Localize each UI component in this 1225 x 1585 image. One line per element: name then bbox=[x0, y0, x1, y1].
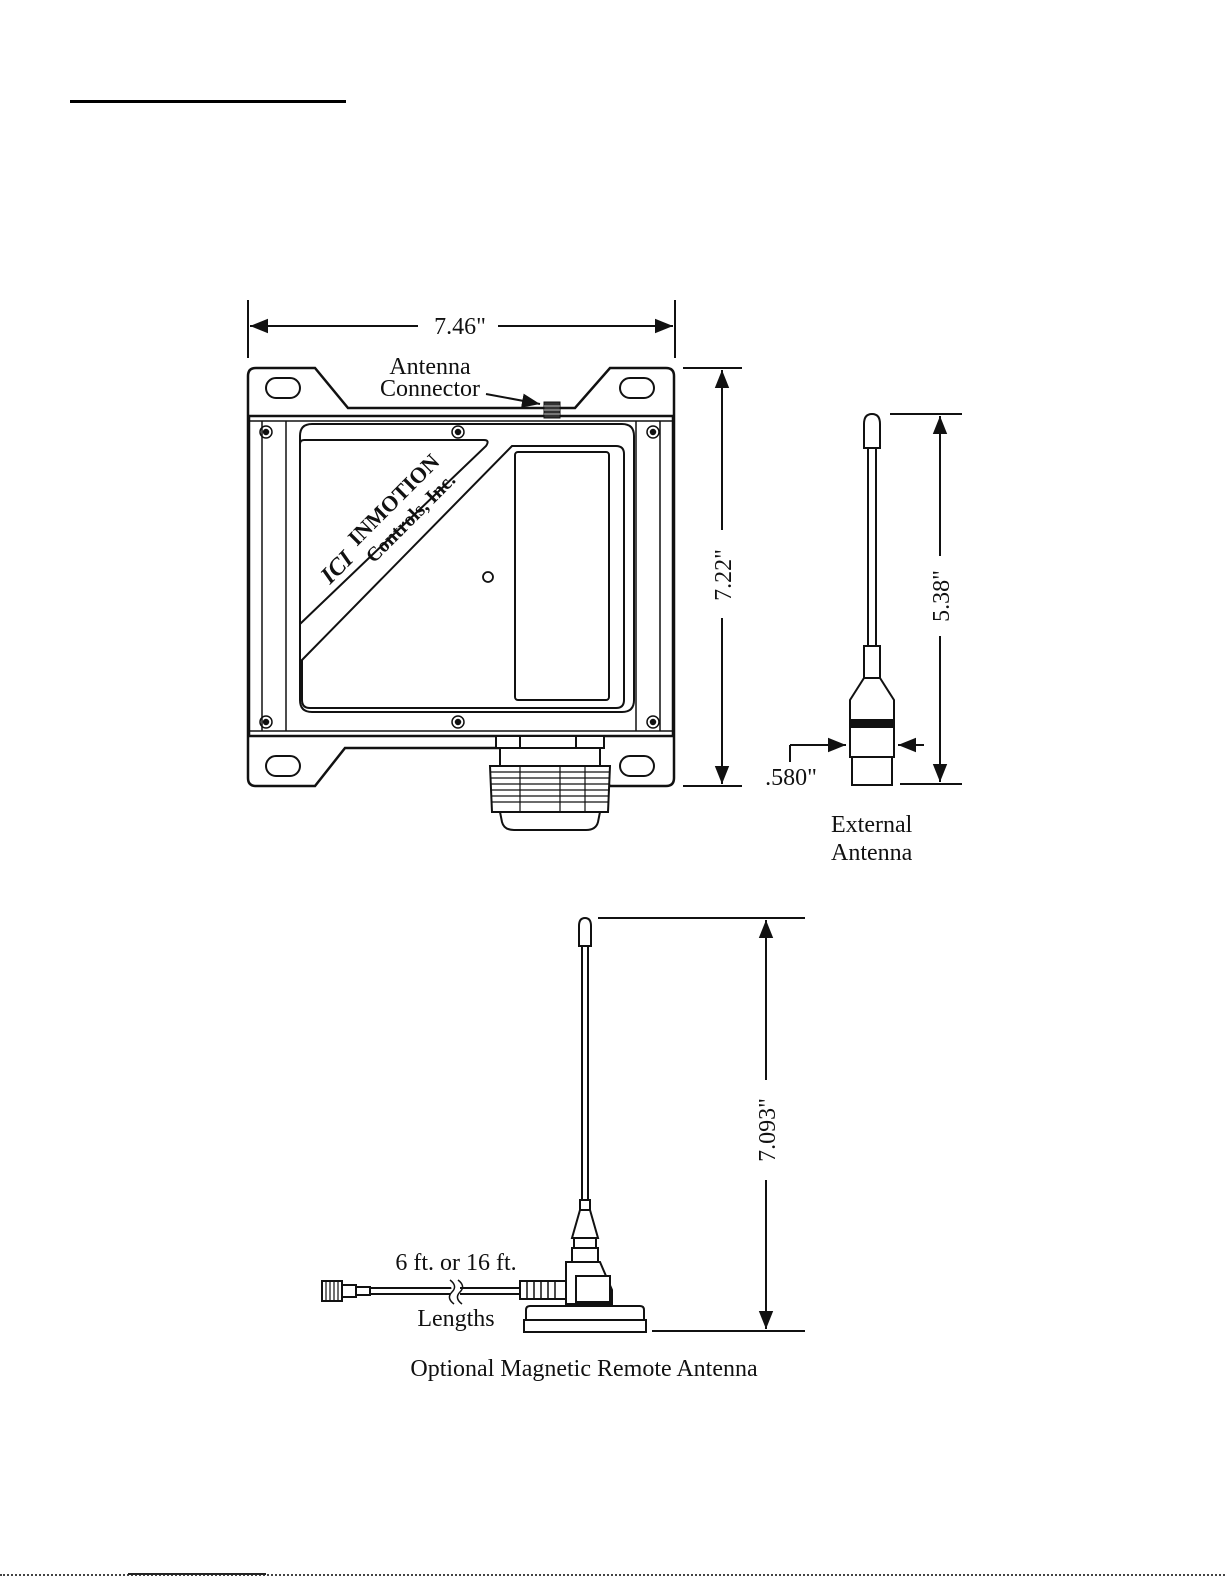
enclosure-width-label: 7.46" bbox=[434, 314, 486, 340]
magnetic-antenna-caption: Optional Magnetic Remote Antenna bbox=[410, 1356, 758, 1382]
external-antenna-caption-line2: Antenna bbox=[831, 840, 913, 866]
footer-underline bbox=[128, 1573, 266, 1575]
enclosure-height-dimension: 7.22" bbox=[683, 368, 742, 786]
external-antenna-caption-line1: External bbox=[831, 812, 913, 838]
enclosure-height-label: 7.22" bbox=[711, 549, 737, 601]
enclosure-width-dimension: 7.46" bbox=[248, 300, 675, 358]
cable-lengths-label-bottom: Lengths bbox=[417, 1306, 494, 1332]
antenna-connector-label-line2: Connector bbox=[380, 376, 480, 402]
magnetic-antenna-height-dimension: 7.093" bbox=[598, 918, 805, 1331]
enclosure-body bbox=[248, 368, 674, 786]
cable-gland bbox=[490, 736, 610, 830]
external-antenna-height-dimension: 5.38" bbox=[890, 414, 962, 784]
cable-lengths-label-top: 6 ft. or 16 ft. bbox=[395, 1250, 516, 1276]
magnetic-antenna-height-label: 7.093" bbox=[755, 1098, 781, 1162]
external-antenna-diameter-label: .580" bbox=[765, 765, 817, 791]
external-antenna-height-label: 5.38" bbox=[929, 570, 955, 622]
external-antenna bbox=[850, 414, 894, 785]
